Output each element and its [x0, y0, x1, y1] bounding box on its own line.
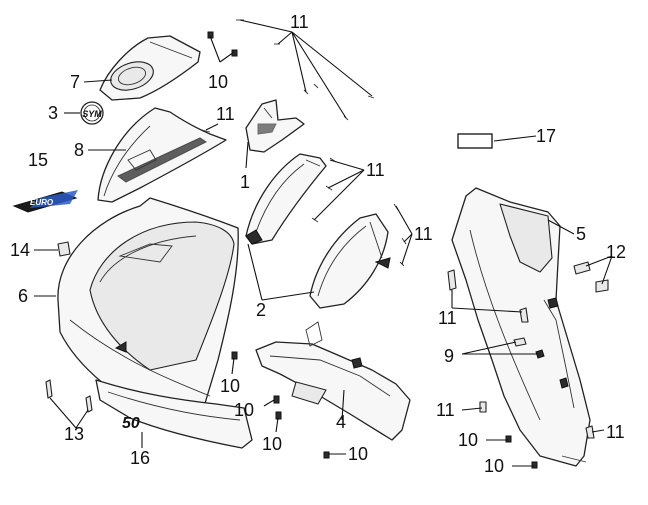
- callout-7: 7: [70, 72, 80, 92]
- callout-10-e: 10: [458, 430, 478, 450]
- part-2-headlight-left: [245, 153, 327, 245]
- part-16-lower-panel: [95, 379, 253, 449]
- callout-17: 17: [536, 126, 556, 146]
- callout-1: 1: [240, 172, 250, 192]
- leader-lines: [34, 19, 613, 467]
- euro-decal-text: EURO: [30, 198, 54, 207]
- callout-11-low: 11: [436, 400, 455, 420]
- callout-8: 8: [74, 140, 84, 160]
- part-3-sym-logo: SYM: [80, 101, 104, 125]
- callout-16: 16: [130, 448, 150, 468]
- callout-14: 14: [10, 240, 30, 260]
- callout-11-right: 11: [414, 224, 433, 244]
- callout-3: 3: [48, 103, 58, 123]
- part-15-euro-decal: EURO: [12, 190, 78, 213]
- part-5-side-panel: [451, 187, 591, 467]
- part-8-inner-panel: [97, 107, 227, 203]
- callout-labels: 11 10 7 3 11 8 15 1 11 11 17 5 12 14 6 2…: [10, 12, 626, 476]
- callout-2: 2: [256, 300, 266, 320]
- fasteners: [45, 19, 609, 469]
- callout-9: 9: [444, 346, 454, 366]
- callout-11-side: 11: [438, 308, 457, 328]
- callout-6: 6: [18, 286, 28, 306]
- callout-12: 12: [606, 242, 626, 262]
- part-17-plate: [457, 133, 493, 149]
- callout-5: 5: [576, 224, 586, 244]
- callout-10-top: 10: [208, 72, 228, 92]
- fifty-decal: 50: [122, 415, 140, 432]
- callout-10-b: 10: [234, 400, 254, 420]
- callout-10-c: 10: [262, 434, 282, 454]
- part-1-small-lamp: [245, 99, 305, 153]
- callout-13: 13: [64, 424, 84, 444]
- callout-10-d: 10: [348, 444, 368, 464]
- callout-4: 4: [336, 412, 346, 432]
- callout-11-mid: 11: [366, 160, 385, 180]
- part-2-headlight-right: [309, 213, 391, 309]
- callout-11-lowright: 11: [606, 422, 625, 442]
- callout-11-top: 11: [290, 12, 309, 32]
- part-7-top-cover: [99, 35, 201, 101]
- callout-10-f: 10: [484, 456, 504, 476]
- sym-logo-text: SYM: [82, 109, 102, 119]
- callout-15: 15: [28, 150, 48, 170]
- callout-11-panel: 11: [216, 104, 235, 124]
- callout-10-a: 10: [220, 376, 240, 396]
- part-4-lower-shroud: [255, 321, 411, 441]
- part-6-front-shield: [57, 197, 239, 431]
- fifty-decal-text: 50: [122, 415, 140, 432]
